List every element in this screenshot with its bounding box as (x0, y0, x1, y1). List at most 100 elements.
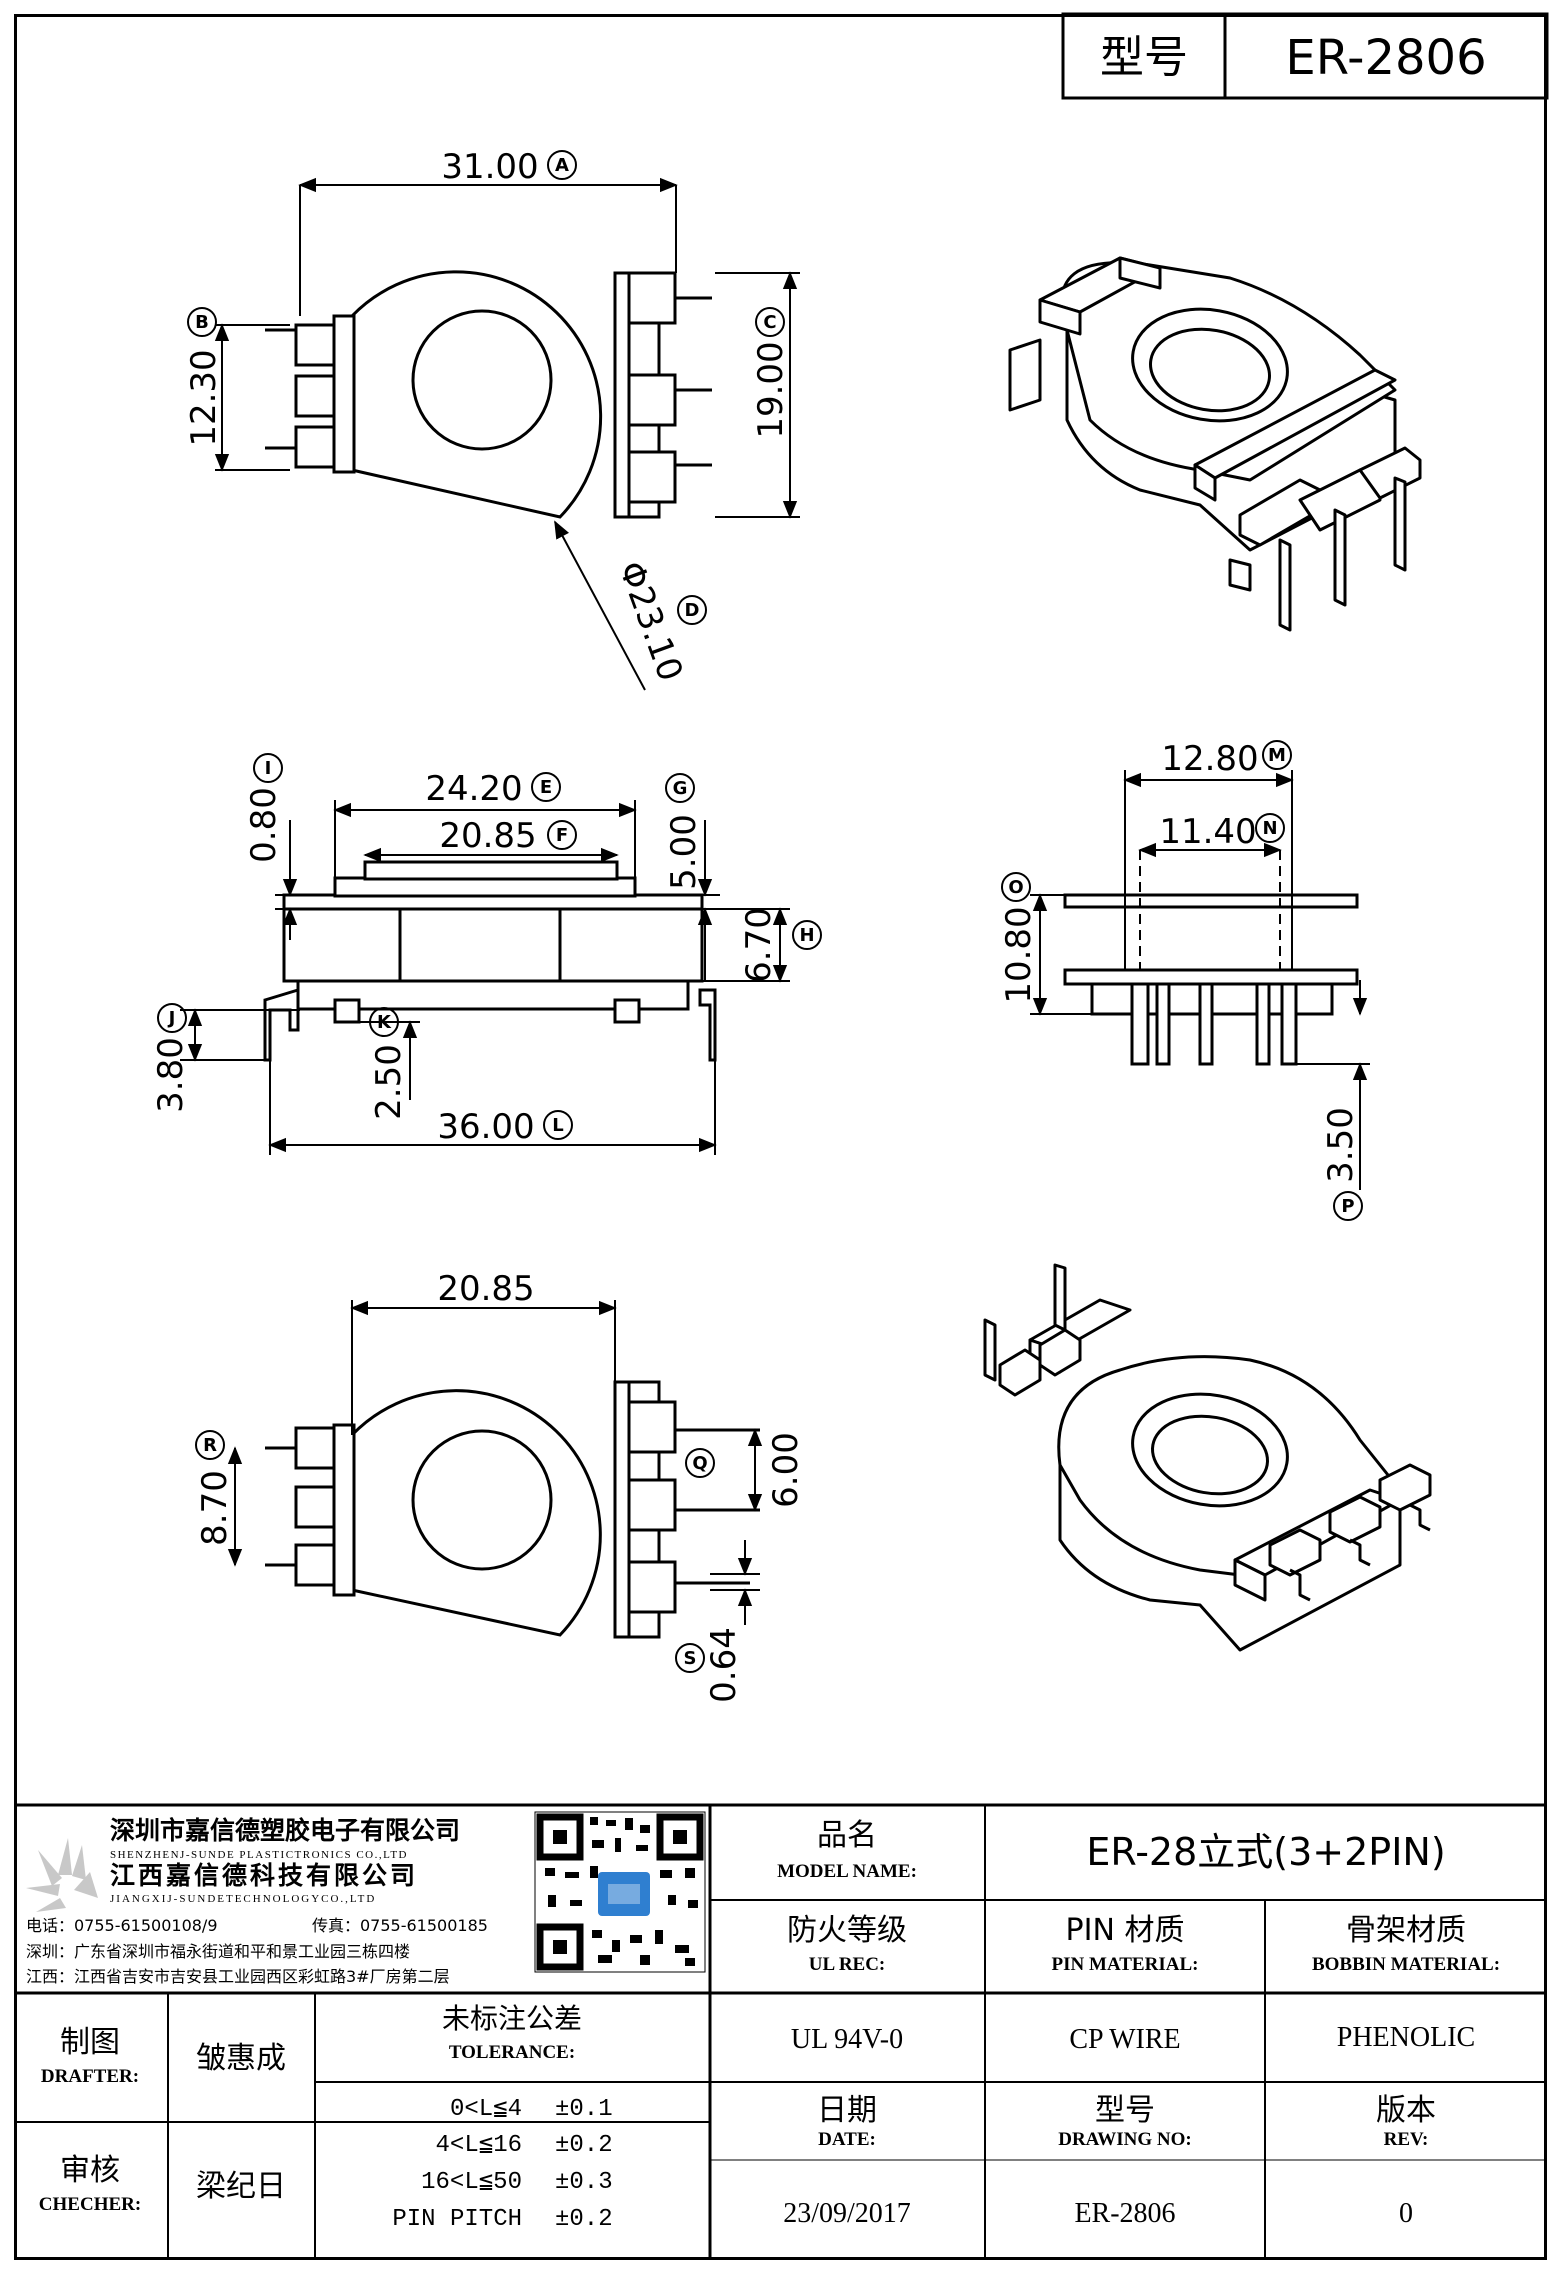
tag-Q: Q (685, 1448, 715, 1478)
tol-range-0: 0<L≦4 (450, 2096, 522, 2123)
svg-text:R: R (203, 1435, 217, 1456)
svg-text:P: P (1341, 1196, 1354, 1217)
checker-en: CHECHER: (39, 2194, 141, 2215)
drafter-value: 皱惠成 (196, 2041, 286, 2076)
drawing-no-value: ER-2806 (1074, 2198, 1175, 2229)
bobbin-value: PHENOLIC (1337, 2022, 1475, 2053)
model-name-value: ER-28立式(3+2PIN) (1086, 1830, 1445, 1874)
isometric-view-1 (1008, 256, 1422, 632)
tag-C: C (755, 307, 785, 337)
company-name-jx: 江西嘉信德科技有限公司 (110, 1861, 418, 1890)
checker-cn: 审核 (60, 2153, 120, 2188)
side-view (263, 860, 717, 1062)
dim-K-value: 2.50 (369, 1044, 409, 1120)
dim-O-value: 10.80 (999, 906, 1039, 1003)
svg-text:M: M (1268, 745, 1286, 766)
svg-text:D: D (685, 600, 700, 621)
title-block (14, 1803, 1547, 2260)
tag-K: K (369, 1007, 399, 1037)
dim-I-value: 0.80 (244, 787, 284, 863)
tag-S: S (675, 1643, 705, 1673)
tag-B: B (187, 307, 217, 337)
tol-value-2: ±0.3 (555, 2169, 613, 2196)
tag-M: M (1262, 740, 1292, 770)
dim-S-value: 0.64 (704, 1627, 744, 1703)
tag-I: I (253, 753, 283, 783)
svg-text:I: I (265, 758, 272, 779)
isometric-view-2 (983, 1263, 1432, 1652)
svg-text:N: N (1262, 818, 1277, 839)
drafter-en: DRAFTER: (41, 2066, 139, 2087)
drafter-cn: 制图 (60, 2025, 120, 2060)
ul-value: UL 94V-0 (791, 2024, 903, 2055)
side-view-dimensions (180, 800, 790, 1155)
tol-value-1: ±0.2 (555, 2132, 613, 2159)
front-view (1063, 770, 1359, 1066)
dim-B-value: 12.30 (184, 349, 224, 446)
svg-text:A: A (555, 155, 569, 176)
drawing-no-en: DRAWING NO: (1058, 2129, 1192, 2150)
tag-G: G (665, 773, 695, 803)
svg-text:E: E (540, 777, 552, 798)
bobbin-material-cn: 骨架材质 (1346, 1913, 1466, 1948)
tolerance-en: TOLERANCE: (449, 2042, 575, 2063)
company-info: 深圳市嘉信德塑胶电子有限公司 SHENZHENJ-SUNDE PLASTICTR… (26, 1816, 488, 1986)
svg-text:B: B (195, 312, 209, 333)
ul-en: UL REC: (809, 1954, 886, 1975)
svg-text:G: G (673, 778, 688, 799)
tol-range-3: PIN PITCH (392, 2206, 522, 2233)
dim-C-value: 19.00 (751, 341, 791, 438)
svg-text:J: J (167, 1008, 176, 1029)
top-view-dimensions (214, 177, 800, 691)
dim-L-value: 36.00 (437, 1107, 534, 1147)
company-name-sz-en: SHENZHENJ-SUNDE PLASTICTRONICS CO.,LTD (110, 1849, 408, 1861)
dim-G-value: 5.00 (664, 814, 704, 890)
dim-R-value: 8.70 (195, 1470, 235, 1546)
pin-material-en: PIN MATERIAL: (1052, 1954, 1199, 1975)
dim-N-value: 11.40 (1159, 812, 1256, 852)
dim-P-value: 3.50 (1321, 1107, 1361, 1183)
company-addr-sz: 深圳：广东省深圳市福永街道和平和景工业园三栋四楼 (26, 1942, 410, 1961)
tag-E: E (531, 772, 561, 802)
tag-N: N (1255, 813, 1285, 843)
tag-F: F (547, 820, 577, 850)
svg-text:O: O (1008, 877, 1023, 898)
company-fax: 传真：0755-61500185 (312, 1916, 488, 1935)
tag-L: L (543, 1110, 573, 1140)
bottom-view (265, 1380, 760, 1639)
svg-text:Q: Q (692, 1453, 707, 1474)
tol-range-2: 16<L≦50 (421, 2169, 522, 2196)
checker-value: 梁纪日 (196, 2169, 286, 2204)
svg-text:H: H (799, 925, 814, 946)
dim-D-value: Φ23.10 (610, 556, 690, 686)
dim-Q-value: 6.00 (766, 1432, 806, 1508)
tolerance-cn: 未标注公差 (442, 2002, 582, 2035)
ul-cn: 防火等级 (787, 1913, 907, 1948)
company-name-sz: 深圳市嘉信德塑胶电子有限公司 (110, 1816, 460, 1845)
qr-code (534, 1811, 706, 1973)
company-addr-jx: 江西：江西省吉安市吉安县工业园西区彩虹路3#厂房第二层 (26, 1967, 450, 1986)
bobbin-material-en: BOBBIN MATERIAL: (1312, 1954, 1500, 1975)
tag-H: H (792, 920, 822, 950)
dim-E-value: 24.20 (425, 769, 522, 809)
tag-D: D (677, 595, 707, 625)
drawing-no-cn: 型号 (1095, 2093, 1155, 2128)
pin-material-cn: PIN 材质 (1066, 1913, 1185, 1948)
dim-J-value: 3.80 (151, 1037, 191, 1113)
dim-M-value: 12.80 (1161, 739, 1258, 779)
dim-F-value: 20.85 (439, 816, 536, 856)
svg-text:K: K (377, 1012, 392, 1033)
dim-bottom-width-value: 20.85 (437, 1269, 534, 1309)
model-name-cn: 品名 (817, 1818, 877, 1853)
front-view-dimensions (1030, 772, 1370, 1190)
date-value: 23/09/2017 (783, 2198, 911, 2229)
rev-en: REV: (1384, 2129, 1429, 2150)
tag-O: O (1001, 872, 1031, 902)
tol-range-1: 4<L≦16 (436, 2132, 522, 2159)
tol-value-3: ±0.2 (555, 2206, 613, 2233)
tol-value-0: ±0.1 (555, 2096, 613, 2123)
date-cn: 日期 (817, 2093, 877, 2128)
company-name-jx-en: JIANGXIJ-SUNDETECHNOLOGYCO.,LTD (110, 1893, 376, 1905)
svg-text:S: S (684, 1648, 697, 1669)
